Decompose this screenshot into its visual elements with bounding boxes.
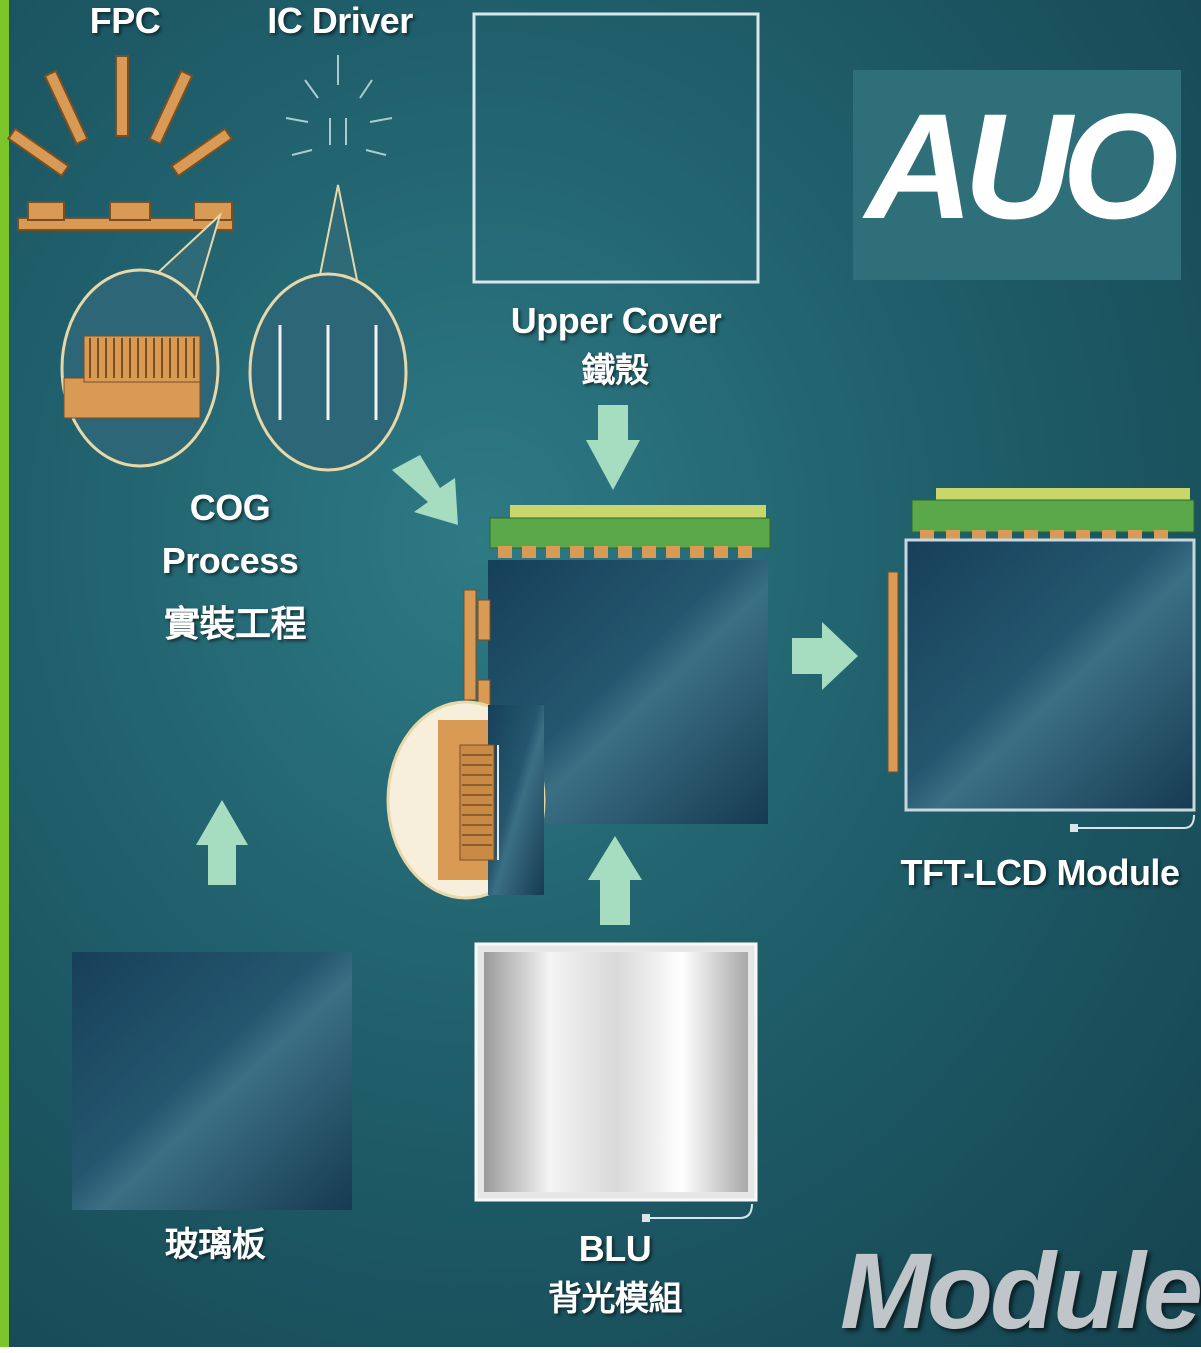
ic-driver-rays (285, 55, 393, 156)
arrow-up-glass (196, 800, 248, 885)
cog-label-line1: COG (189, 487, 271, 528)
blu-label: BLU (578, 1228, 652, 1269)
glass-zh-label: 玻璃板 (164, 1226, 266, 1264)
auo-logo-text: AUO (865, 82, 1178, 250)
arrow-diag-cog (392, 455, 458, 525)
cog-zoom-ic (248, 184, 408, 472)
fpc-label: FPC (89, 0, 161, 41)
upper-cover-zh-label: 鐵殼 (581, 352, 650, 390)
auo-logo: AUO (853, 70, 1181, 280)
upper-cover-frame (472, 12, 760, 284)
blu-zh-label: 背光模組 (548, 1280, 683, 1318)
cog-zh-label: 實裝工程 (163, 603, 307, 644)
fpc-rays (6, 55, 234, 178)
center-assembly (386, 505, 771, 900)
arrow-up-blu (588, 836, 642, 925)
ic-driver-label: IC Driver (267, 0, 413, 41)
arrow-right-module (792, 622, 858, 690)
cog-zoom-fpc (60, 211, 222, 468)
glass-panel-graphic (72, 952, 352, 1210)
tft-lcd-module-label: TFT-LCD Module (900, 852, 1180, 893)
upper-cover-label: Upper Cover (510, 300, 722, 341)
arrows (196, 405, 858, 925)
tft-lcd-module-graphic (887, 488, 1196, 832)
module-title: Module (840, 1230, 1201, 1351)
blu-graphic (474, 942, 758, 1222)
fpc-strip (17, 201, 234, 231)
cog-label-line2: Process (161, 540, 299, 581)
arrow-down-upper-cover (586, 405, 640, 490)
